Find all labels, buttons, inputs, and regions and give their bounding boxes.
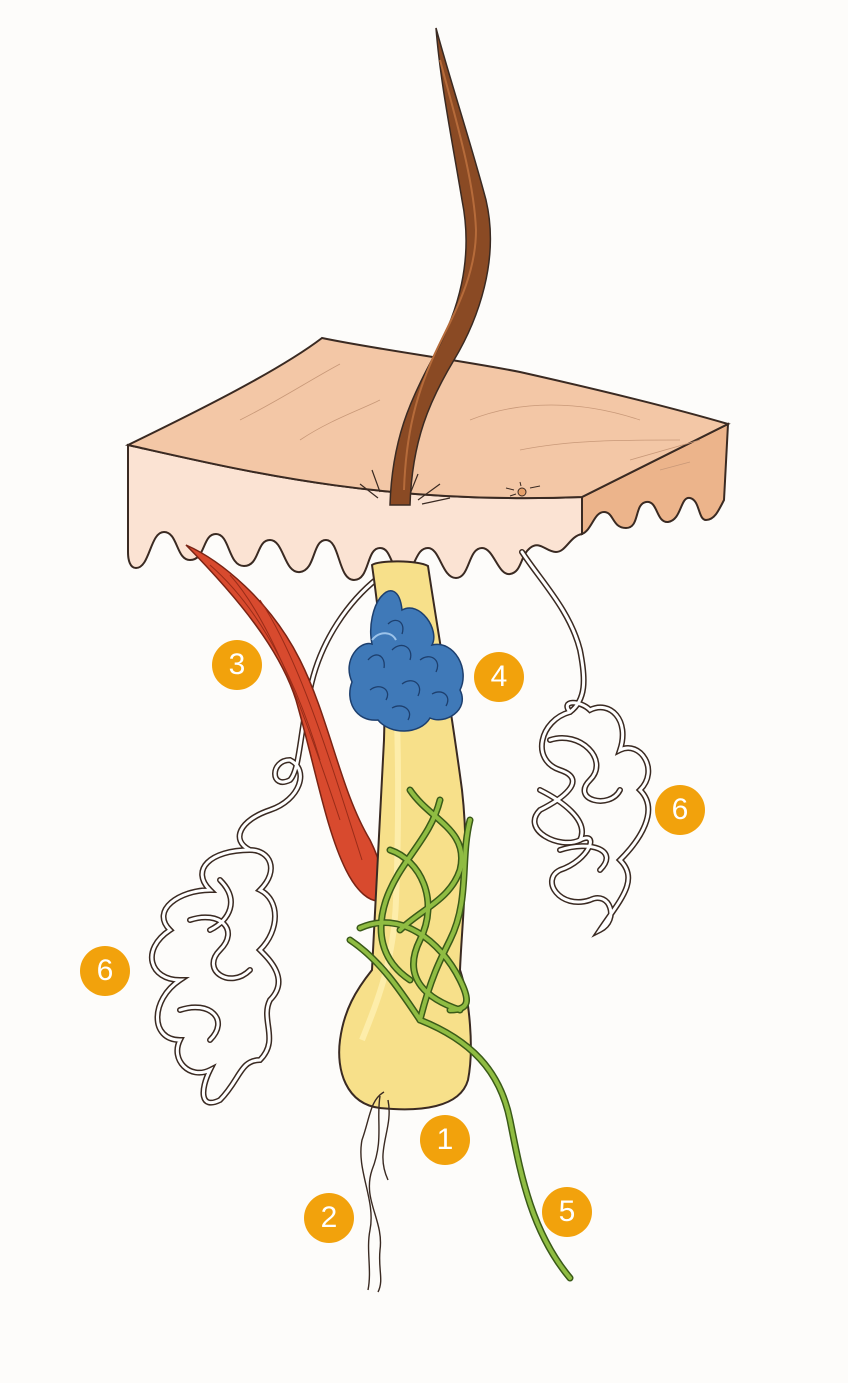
sweat-gland-right-fill bbox=[520, 550, 650, 934]
sweat-gland-left-fill bbox=[150, 576, 380, 1105]
marker-5: 5 bbox=[542, 1187, 592, 1237]
nerve-network-fill bbox=[348, 788, 572, 1280]
skin-top-surface bbox=[124, 336, 731, 500]
sweat-pore bbox=[505, 481, 541, 497]
marker-6-left: 6 bbox=[80, 946, 130, 996]
skin-texture bbox=[239, 363, 701, 471]
hair-highlight bbox=[403, 59, 478, 491]
marker-4: 4 bbox=[474, 652, 524, 702]
skin-right-face bbox=[581, 422, 730, 536]
sebaceous-gland bbox=[348, 590, 464, 732]
marker-3: 3 bbox=[212, 640, 262, 690]
hair-strand bbox=[389, 27, 492, 506]
hair-pore-lines bbox=[359, 469, 451, 505]
muscle-striations bbox=[209, 564, 363, 861]
marker-6-right: 6 bbox=[655, 785, 705, 835]
blood-vessel bbox=[360, 1091, 390, 1293]
marker-2: 2 bbox=[304, 1193, 354, 1243]
marker-1: 1 bbox=[420, 1115, 470, 1165]
